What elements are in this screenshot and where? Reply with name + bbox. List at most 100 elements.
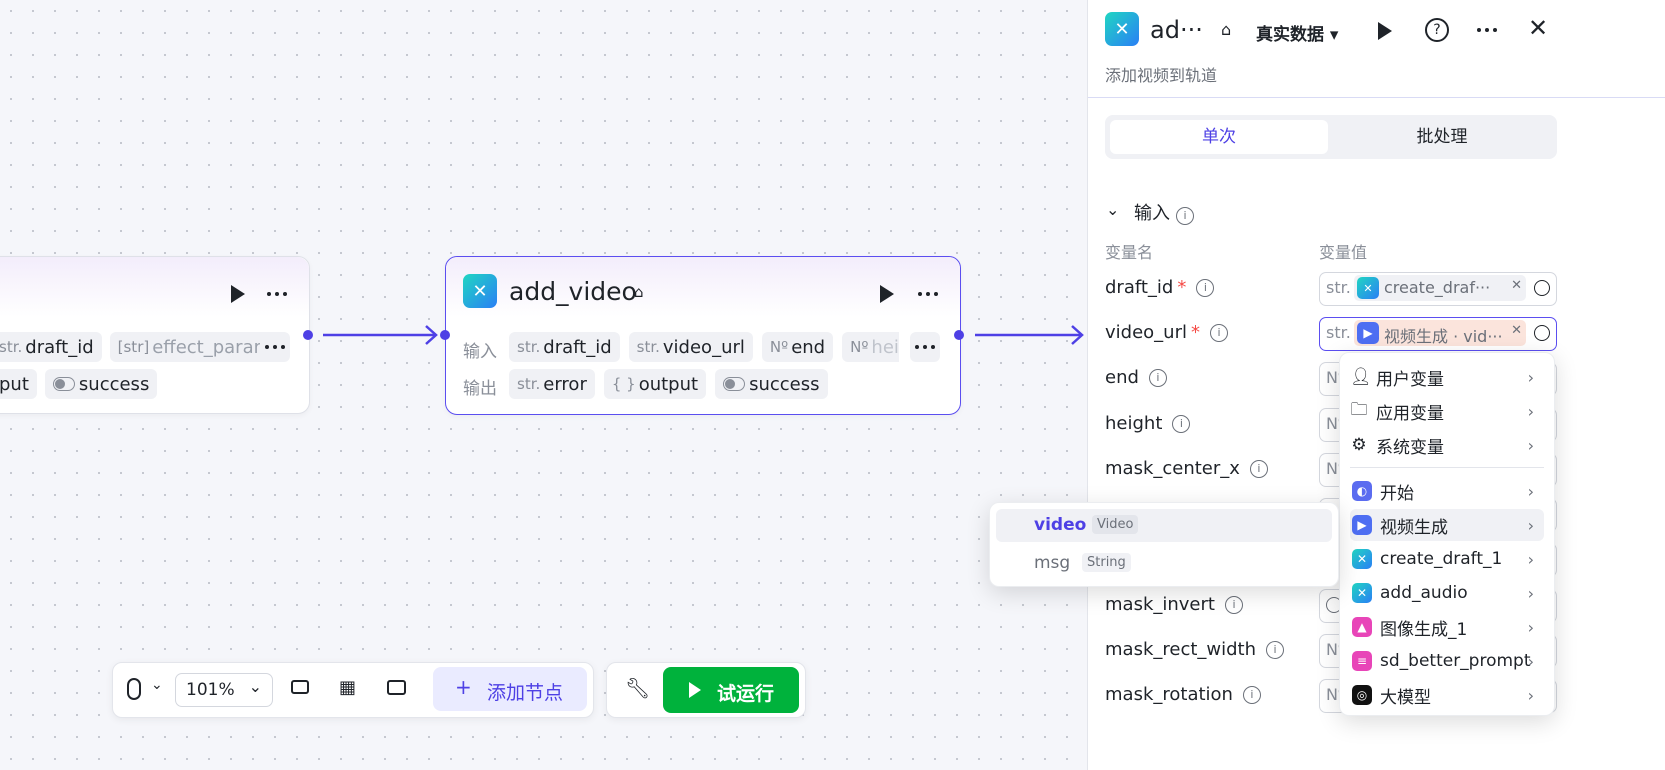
edge-connector — [323, 325, 438, 345]
param-value-input[interactable]: str. ✕ create_draf··· ✕ — [1319, 272, 1557, 306]
add-node-button[interactable]: + 添加节点 — [433, 667, 587, 711]
param-label: draft_id*i — [1105, 277, 1215, 298]
workflow-node-add-video[interactable]: ✕ add_video ⌂ 输入 str.draft_id str.video_… — [445, 256, 961, 415]
capcut-icon: ✕ — [1352, 583, 1372, 603]
canvas-toolbar: ⌄ 101% ⌄ ▦ + 添加节点 — [112, 662, 594, 718]
minimap-icon[interactable] — [387, 680, 406, 695]
tab-single[interactable]: 单次 — [1110, 120, 1328, 154]
info-icon: i — [1196, 278, 1215, 297]
output-tag: str.error — [509, 369, 595, 399]
help-icon[interactable]: ? — [1425, 18, 1449, 42]
menu-item-system-variables[interactable]: ⚙系统变量› — [1351, 435, 1534, 458]
type-badge: String — [1082, 553, 1131, 572]
info-icon: i — [1224, 595, 1243, 614]
menu-item-create-draft[interactable]: ✕create_draft_1› — [1350, 543, 1544, 575]
remove-icon[interactable]: ✕ — [1511, 323, 1522, 338]
chevron-down-icon[interactable]: ⌄ — [151, 677, 163, 693]
edge-connector — [975, 325, 1084, 345]
menu-item-add-audio[interactable]: ✕add_audio› — [1350, 577, 1544, 609]
capcut-icon: ✕ — [1352, 549, 1372, 569]
menu-item-sd-better-prompt[interactable]: ≡sd_better_prompt› — [1350, 645, 1544, 677]
video-gen-icon: ▶ — [1357, 322, 1379, 344]
output-tag: success — [715, 369, 828, 399]
run-node-icon[interactable] — [880, 285, 894, 303]
menu-item-app-variables[interactable]: 🗀应用变量› — [1350, 395, 1544, 427]
comment-icon[interactable] — [291, 680, 309, 694]
output-submenu: video Video msg String — [989, 502, 1339, 587]
menu-item-image-gen[interactable]: ▲图像生成_1› — [1350, 611, 1544, 643]
info-icon: i — [1242, 685, 1261, 704]
output-tag: success — [44, 369, 158, 399]
folder-icon: 🗀 — [1350, 399, 1368, 420]
data-mode-select[interactable]: 真实数据 ▾ — [1256, 25, 1339, 45]
output-port[interactable] — [303, 330, 313, 340]
remove-icon[interactable]: ✕ — [1511, 278, 1522, 293]
variable-ref-chip[interactable]: ✕ create_draf··· ✕ — [1354, 275, 1526, 301]
variable-picker-icon[interactable] — [1534, 280, 1550, 296]
panel-title: ad··· — [1150, 16, 1203, 44]
column-value-header: 变量值 — [1319, 243, 1368, 262]
input-tag: str.draft_id — [0, 332, 102, 362]
collapse-icon[interactable]: ⌄ — [1106, 200, 1120, 219]
column-name-header: 变量名 — [1105, 243, 1154, 262]
variable-picker-menu: 👤︎用户变量› 🗀应用变量› ⚙系统变量› ◐开始› ▶视频生成› ✕creat… — [1339, 352, 1555, 716]
prompt-icon: ≡ — [1352, 651, 1372, 671]
type-badge: Video — [1092, 515, 1139, 534]
more-icon[interactable] — [1477, 28, 1497, 32]
capcut-logo-icon: ✕ — [1105, 12, 1139, 46]
mouse-mode-icon[interactable] — [127, 678, 141, 700]
more-icon[interactable] — [267, 292, 287, 296]
run-icon[interactable] — [1378, 22, 1392, 40]
info-icon: i — [1209, 323, 1228, 342]
test-run-button[interactable]: 试运行 — [663, 667, 799, 713]
divider — [1088, 97, 1665, 98]
more-icon[interactable] — [918, 292, 938, 296]
plugin-store-icon: ⌂ — [634, 283, 644, 301]
chevron-down-icon: ⌄ — [248, 677, 262, 696]
input-tag: str.draft_id — [509, 332, 620, 362]
workflow-node-previous[interactable]: str.draft_id [str]effect_param put succe… — [0, 256, 310, 414]
output-port[interactable] — [954, 330, 964, 340]
layout-icon[interactable]: ▦ — [339, 677, 357, 698]
info-icon: i — [1148, 368, 1167, 387]
divider — [1350, 467, 1544, 468]
run-node-icon[interactable] — [231, 285, 245, 303]
input-tag: str.video_url — [628, 332, 753, 362]
mode-tabs: 单次 批处理 — [1105, 115, 1557, 159]
wrench-icon[interactable]: 🔧︎ — [625, 676, 651, 700]
close-icon[interactable]: ✕ — [1528, 14, 1549, 42]
menu-item-llm[interactable]: ◎大模型› — [1350, 679, 1544, 711]
input-tag: [str]effect_param — [109, 332, 280, 362]
plugin-store-icon: ⌂ — [1221, 20, 1232, 39]
submenu-item-video[interactable]: video Video — [996, 509, 1332, 542]
capcut-logo-icon: ✕ — [1357, 277, 1379, 299]
zoom-select[interactable]: 101% ⌄ — [175, 673, 273, 707]
menu-item-user-variables[interactable]: 👤︎用户变量› — [1350, 367, 1534, 390]
input-port[interactable] — [440, 330, 450, 340]
output-label: 输出 — [463, 379, 497, 399]
variable-ref-chip[interactable]: ▶ 视频生成 · vid··· ✕ — [1354, 320, 1526, 346]
param-value-input[interactable]: str. ▶ 视频生成 · vid··· ✕ — [1319, 317, 1557, 351]
llm-icon: ◎ — [1352, 685, 1372, 705]
more-inputs-button[interactable] — [910, 332, 940, 362]
submenu-item-msg[interactable]: msg String — [996, 547, 1332, 580]
output-tag: put — [0, 369, 37, 399]
input-label: 输入 — [463, 342, 497, 362]
panel-subtitle: 添加视频到轨道 — [1105, 66, 1218, 85]
more-inputs-button[interactable] — [260, 332, 290, 362]
run-toolbar: 🔧︎ 试运行 — [606, 662, 806, 718]
menu-item-start[interactable]: ◐开始› — [1350, 475, 1544, 507]
image-gen-icon: ▲ — [1352, 617, 1372, 637]
tab-batch[interactable]: 批处理 — [1416, 127, 1468, 147]
menu-item-video-gen[interactable]: ▶视频生成› — [1350, 509, 1544, 541]
variable-picker-icon[interactable] — [1534, 325, 1550, 341]
